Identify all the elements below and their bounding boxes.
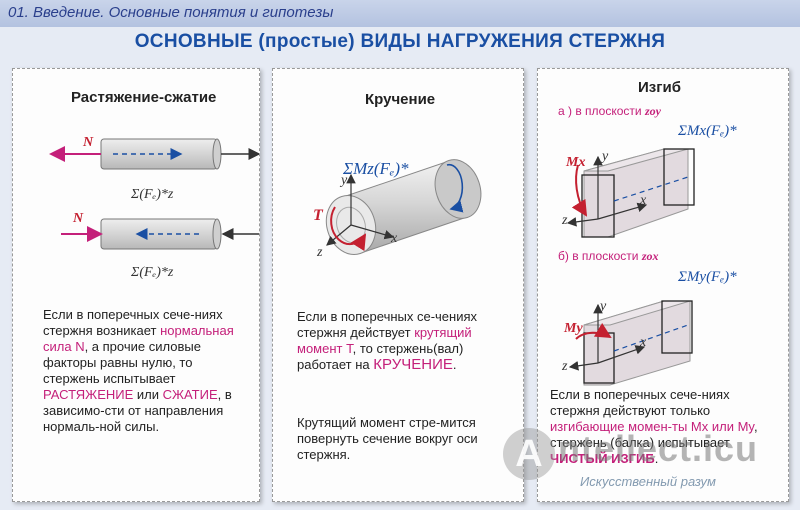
bending-panel: Изгиб а ) в плоскости zoy б) в плоскости… xyxy=(537,68,789,502)
torsion-figure xyxy=(325,159,482,255)
term-normal-force: нормальная сила N xyxy=(43,323,234,354)
bending-moment-arrow-a xyxy=(571,164,588,217)
term-tension: РАСТЯЖЕНИЕ xyxy=(43,387,134,402)
label-mx: Mx xyxy=(566,155,586,170)
torsion-note: Крутящий момент стре-мится повернуть сеч… xyxy=(297,415,478,462)
bending-case-a: а ) в плоскости zoy xyxy=(558,104,661,118)
torsion-moment-label: ΣMz(Fₑ)* xyxy=(343,159,409,178)
watermark-name: ntellect.icu xyxy=(558,428,759,469)
bending-description: Если в поперечных сече-ниях стержня дейс… xyxy=(550,387,758,466)
tension-figure xyxy=(49,138,259,250)
sum-label-2: Σ(Fₑ)*z xyxy=(131,265,174,280)
bending-b-axis-z: z xyxy=(562,359,568,374)
torque-arrow xyxy=(330,206,367,252)
term-torque: крутящий момент T xyxy=(297,325,472,356)
sum-label-1: Σ(Fₑ)*z xyxy=(131,187,174,202)
torsion-axis-x: x xyxy=(391,231,398,246)
torsion-axis-z: z xyxy=(317,245,323,260)
bending-b-axis-y: y xyxy=(600,299,607,314)
bending-a-axis-y: y xyxy=(602,149,609,164)
force-label-n2: N xyxy=(73,211,84,226)
bending-moment-a: ΣMx(Fₑ)* xyxy=(678,123,737,139)
term-pure-bending: ЧИСТЫЙ ИЗГИБ xyxy=(550,451,655,466)
bending-a-axis-z: z xyxy=(562,213,568,228)
force-label-n1: N xyxy=(83,135,94,150)
term-torsion: КРУЧЕНИЕ xyxy=(373,356,453,373)
term-compression: СЖАТИЕ xyxy=(162,387,218,402)
moment-arrow xyxy=(446,163,464,213)
torque-label: T xyxy=(313,207,323,224)
page-title: ОСНОВНЫЕ (простые) ВИДЫ НАГРУЖЕНИЯ СТЕРЖ… xyxy=(134,31,666,52)
tension-title: Растяжение-сжатие xyxy=(71,89,217,106)
tension-description: Если в поперечных сече-ниях стержня возн… xyxy=(43,307,234,434)
torsion-description: Если в поперечных се-чениях стержня дейс… xyxy=(297,309,478,373)
bending-case-b: б) в плоскости zox xyxy=(558,249,659,263)
label-my: My xyxy=(564,321,583,336)
header-bar xyxy=(0,0,800,27)
bending-a-axis-x: x xyxy=(640,193,647,208)
watermark-logo: A xyxy=(503,428,555,480)
bending-moment-b: ΣMy(Fₑ)* xyxy=(678,269,737,285)
torsion-axis-y: y xyxy=(341,173,348,188)
bending-figure xyxy=(566,148,695,386)
bending-b-axis-x: x xyxy=(640,335,647,350)
bending-moment-arrow-b xyxy=(575,322,612,340)
torsion-title: Кручение xyxy=(365,91,436,108)
bending-title: Изгиб xyxy=(638,79,681,96)
watermark-tagline: Искусственный разум xyxy=(580,474,716,489)
tension-panel: Растяжение-сжатие N Σ(Fₑ)*z N Σ(Fₑ)*z Ес… xyxy=(12,68,260,502)
breadcrumb: 01. Введение. Основные понятия и гипотез… xyxy=(8,4,334,21)
torsion-panel: Кручение ΣMz(Fₑ)* y z x T Если в попереч… xyxy=(272,68,524,502)
term-bending-moments: изгибающие момен-ты Mx или My xyxy=(550,419,754,434)
